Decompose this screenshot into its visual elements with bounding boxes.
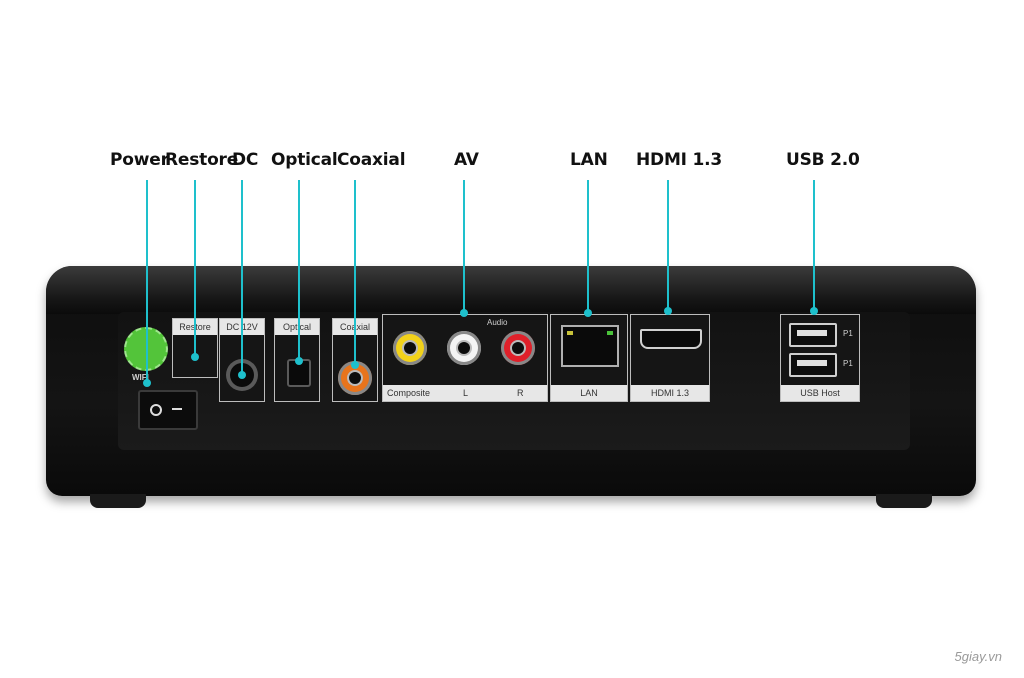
callout-restore: Restore bbox=[165, 150, 239, 170]
audio-left-jack[interactable] bbox=[447, 331, 481, 365]
power-off-icon bbox=[150, 404, 162, 416]
callout-coaxial: Coaxial bbox=[337, 150, 406, 170]
rear-panel: WIFI Restore DC 12V Optical Coaxial A bbox=[118, 312, 910, 450]
callout-lan: LAN bbox=[570, 150, 608, 170]
audio-label: Audio bbox=[487, 318, 508, 327]
callout-power: Power bbox=[110, 150, 169, 170]
leader-dc bbox=[238, 180, 246, 379]
leader-av bbox=[460, 180, 468, 317]
leader-lan bbox=[584, 180, 592, 317]
lan-led-left bbox=[567, 331, 573, 335]
callout-av: AV bbox=[454, 150, 479, 170]
leader-hdmi bbox=[664, 180, 672, 315]
device-foot-right bbox=[876, 494, 932, 508]
av-ports: Audio Composite L R bbox=[382, 314, 548, 402]
optical-port: Optical bbox=[274, 318, 320, 402]
usb-host-label: USB Host bbox=[781, 385, 859, 401]
optical-label: Optical bbox=[275, 319, 319, 335]
usb-ports: P1 P1 USB Host bbox=[780, 314, 860, 402]
usb-p1-bottom-label: P1 bbox=[843, 359, 853, 368]
callout-usb: USB 2.0 bbox=[786, 150, 860, 170]
watermark: 5giay.vn bbox=[954, 649, 1002, 664]
usb-port-bottom[interactable] bbox=[789, 353, 837, 377]
lan-led-right bbox=[607, 331, 613, 335]
device-top-surface bbox=[46, 266, 976, 314]
device-foot-left bbox=[90, 494, 146, 508]
right-label: R bbox=[517, 388, 524, 398]
usb-p1-top-label: P1 bbox=[843, 329, 853, 338]
leader-coaxial bbox=[351, 180, 359, 369]
media-player-back: WIFI Restore DC 12V Optical Coaxial A bbox=[46, 266, 976, 508]
audio-right-jack[interactable] bbox=[501, 331, 535, 365]
left-label: L bbox=[463, 388, 469, 398]
power-switch[interactable] bbox=[138, 390, 198, 430]
wifi-label: WIFI bbox=[132, 373, 149, 382]
composite-label: Composite bbox=[387, 388, 431, 398]
lan-label: LAN bbox=[551, 385, 627, 401]
power-on-icon bbox=[172, 408, 182, 410]
leader-optical bbox=[295, 180, 303, 365]
lan-port: LAN bbox=[550, 314, 628, 402]
callout-optical: Optical bbox=[271, 150, 338, 170]
lan-socket[interactable] bbox=[561, 325, 619, 367]
leader-usb bbox=[810, 180, 818, 315]
callout-dc: DC bbox=[232, 150, 259, 170]
hdmi-port: HDMI 1.3 bbox=[630, 314, 710, 402]
leader-restore bbox=[191, 180, 199, 361]
av-footer-label: Composite L R bbox=[383, 385, 547, 401]
usb-port-top[interactable] bbox=[789, 323, 837, 347]
hdmi-label: HDMI 1.3 bbox=[631, 385, 709, 401]
composite-jack[interactable] bbox=[393, 331, 427, 365]
callout-hdmi: HDMI 1.3 bbox=[636, 150, 723, 170]
hdmi-socket[interactable] bbox=[640, 329, 702, 349]
leader-power bbox=[143, 180, 151, 387]
